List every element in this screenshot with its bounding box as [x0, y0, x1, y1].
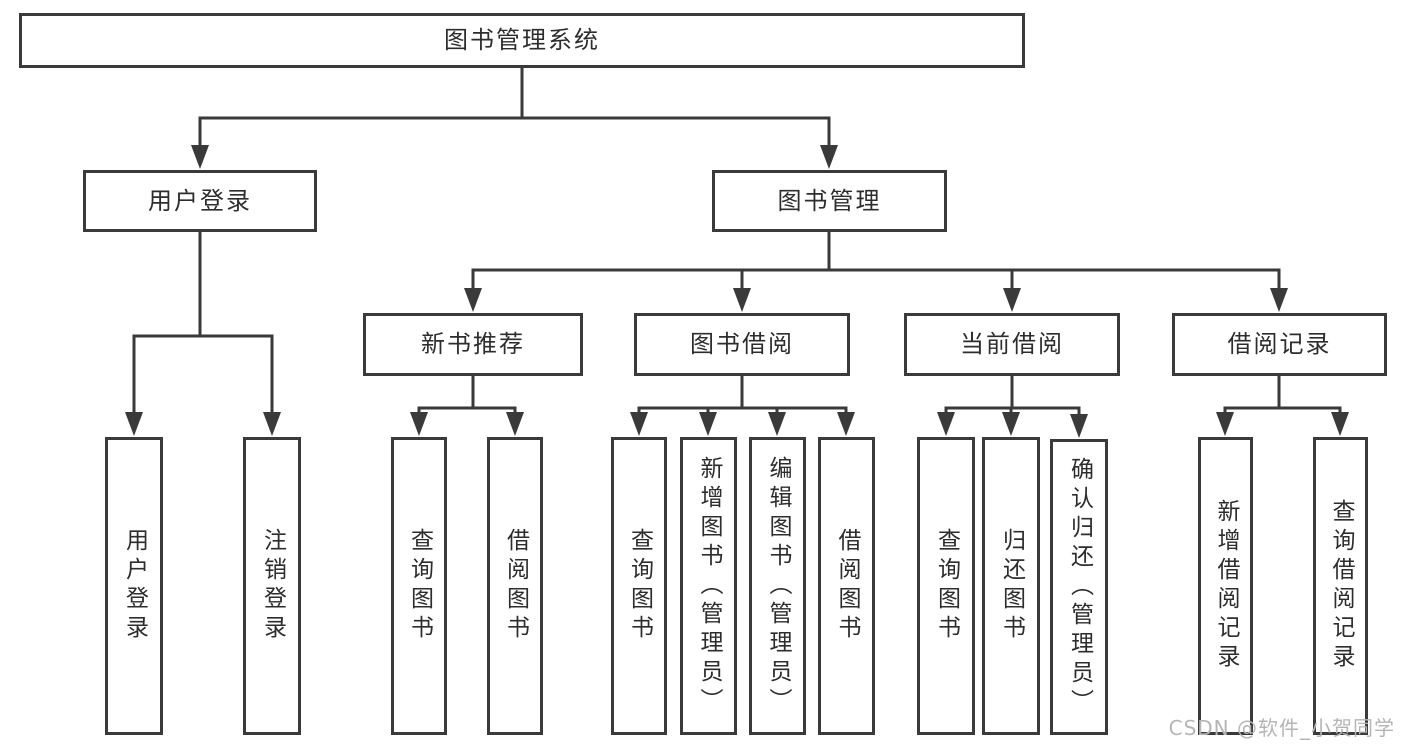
connector-new-book-children	[410, 376, 524, 436]
node-label: 用户登录	[121, 528, 148, 644]
node-label: 查询借阅记录	[1328, 499, 1354, 673]
node-root-library-system: 图书管理系统	[19, 13, 1025, 68]
leaf-add-borrow-record: 新增借阅记录	[1198, 437, 1253, 735]
leaf-confirm-return-admin: 确认归还（管理员）	[1050, 439, 1108, 735]
node-label: 注销登录	[259, 528, 286, 644]
node-label: 编辑图书（管理员）	[765, 455, 791, 717]
leaf-query-books-recommend: 查询图书	[391, 437, 447, 735]
node-book-borrow: 图书借阅	[634, 313, 850, 376]
node-label: 查询图书	[626, 528, 653, 644]
node-label: 查询图书	[406, 528, 433, 644]
leaf-query-books-current: 查询图书	[917, 437, 975, 735]
node-new-book-recommend: 新书推荐	[363, 313, 583, 376]
node-label: 新书推荐	[421, 330, 525, 359]
node-label: 确认归还（管理员）	[1066, 456, 1093, 718]
leaf-query-borrow-record: 查询借阅记录	[1313, 437, 1368, 735]
node-label: 新增图书（管理员）	[696, 455, 722, 717]
connector-book-mgmt-level3	[464, 232, 1288, 312]
leaf-logout: 注销登录	[243, 437, 301, 735]
leaf-add-books-admin: 新增图书（管理员）	[680, 437, 737, 735]
connector-current-borrow-children	[937, 376, 1088, 438]
node-user-login: 用户登录	[83, 170, 317, 232]
leaf-return-books: 归还图书	[982, 437, 1040, 735]
node-label: 图书借阅	[690, 330, 794, 359]
connector-book-borrow-children	[630, 376, 855, 436]
node-label: 借阅图书	[834, 528, 860, 644]
connector-borrow-records-children	[1216, 376, 1349, 436]
node-label: 借阅记录	[1227, 330, 1332, 359]
connector-user-login-children	[125, 232, 281, 436]
csdn-watermark: CSDN @软件_小贺同学	[1168, 716, 1395, 740]
node-borrow-records: 借阅记录	[1172, 313, 1387, 376]
node-label: 新增借阅记录	[1213, 499, 1239, 673]
node-label: 图书管理系统	[444, 26, 600, 55]
node-label: 借阅图书	[502, 528, 529, 644]
leaf-user-login: 用户登录	[105, 437, 163, 735]
node-current-borrow: 当前借阅	[904, 313, 1120, 376]
node-label: 用户登录	[148, 186, 252, 215]
leaf-edit-books-admin: 编辑图书（管理员）	[749, 437, 806, 735]
leaf-borrow-books-recommend: 借阅图书	[487, 437, 543, 735]
node-label: 归还图书	[998, 528, 1025, 644]
node-label: 查询图书	[933, 528, 960, 644]
connector-root-to-level2	[191, 68, 838, 169]
leaf-borrow-books: 借阅图书	[818, 437, 875, 735]
leaf-query-books-borrow: 查询图书	[611, 437, 667, 735]
node-label: 当前借阅	[960, 330, 1064, 359]
node-label: 图书管理	[777, 186, 882, 215]
node-book-management: 图书管理	[712, 170, 947, 232]
